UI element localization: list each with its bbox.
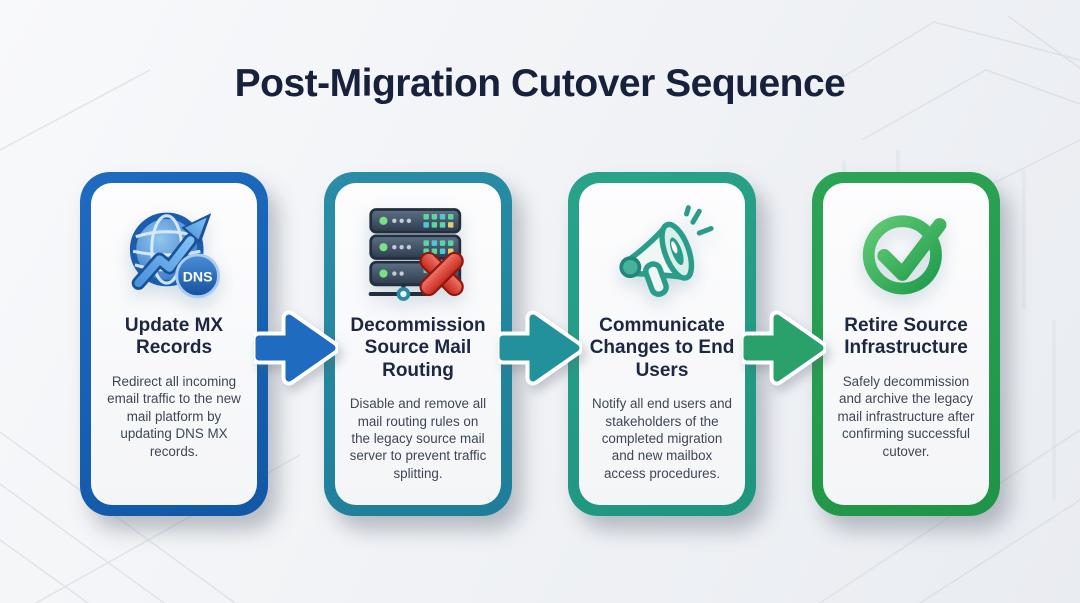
step-card-body: Communicate Changes to End Users Notify … xyxy=(579,183,745,505)
flow-arrow-1-icon xyxy=(254,310,338,386)
step-description: Safely decommission and archive the lega… xyxy=(837,373,975,459)
flow-arrow-3-icon xyxy=(742,310,826,386)
step-description: Redirect all incoming email traffic to t… xyxy=(107,373,241,459)
step-icon-wrap: DNS xyxy=(115,201,233,307)
step-title: Decommission Source Mail Routing xyxy=(350,315,486,381)
megaphone-icon xyxy=(619,205,714,297)
step-description: Notify all end users and stakeholders of… xyxy=(592,396,732,481)
step-title: Update MX Records xyxy=(124,315,224,359)
step-card-retire-infrastructure: Retire Source Infrastructure Safely deco… xyxy=(812,172,1000,516)
step-icon-wrap xyxy=(359,201,477,307)
dns-globe-icon: DNS xyxy=(129,212,220,299)
step-title: Communicate Changes to End Users xyxy=(589,315,735,381)
step-icon-wrap xyxy=(847,201,965,307)
step-icon-wrap xyxy=(603,201,721,307)
flow-arrow-2-icon xyxy=(498,310,582,386)
step-card-communicate-changes: Communicate Changes to End Users Notify … xyxy=(568,172,756,516)
step-description: Disable and remove all mail routing rule… xyxy=(349,396,487,481)
check-circle-icon xyxy=(862,215,947,295)
step-card-decommission-routing: Decommission Source Mail Routing Disable… xyxy=(324,172,512,516)
step-card-body: Retire Source Infrastructure Safely deco… xyxy=(823,183,989,505)
step-card-body: DNS Update MX Records Redirect all incom… xyxy=(91,183,257,505)
page-title: Post-Migration Cutover Sequence xyxy=(234,62,846,105)
server-decommission-icon xyxy=(368,208,464,301)
step-card-body: Decommission Source Mail Routing Disable… xyxy=(335,183,501,505)
step-title: Retire Source Infrastructure xyxy=(844,315,968,359)
dns-badge-label: DNS xyxy=(183,268,213,284)
step-card-update-mx-records: DNS Update MX Records Redirect all incom… xyxy=(80,172,268,516)
steps-row: DNS Update MX Records Redirect all incom… xyxy=(80,172,1000,516)
